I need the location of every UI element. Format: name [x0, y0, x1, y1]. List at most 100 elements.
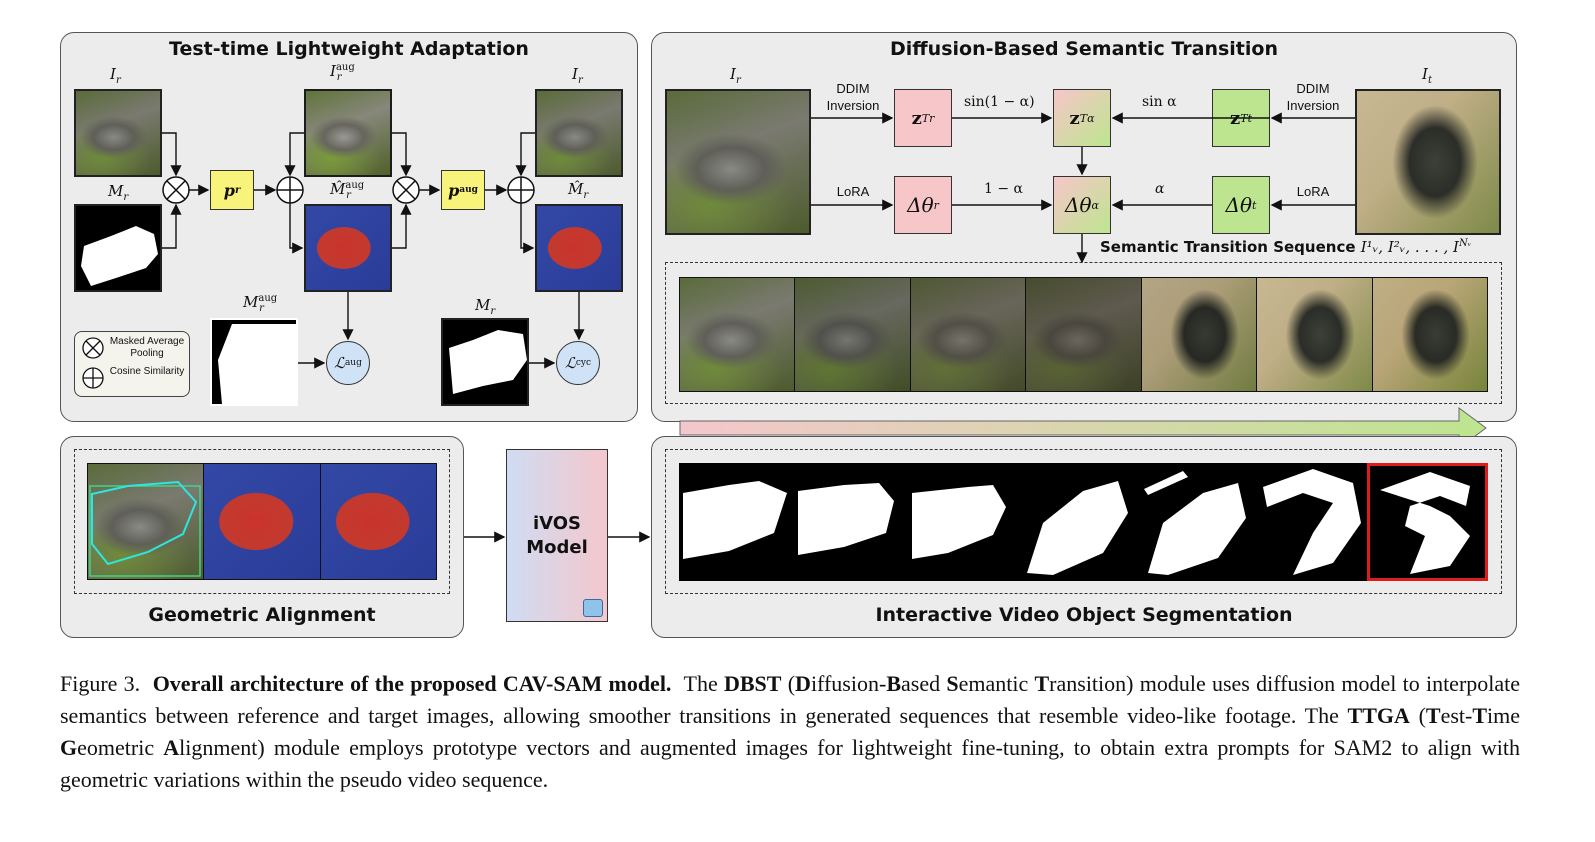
ivos-mask-2: [794, 463, 909, 581]
ivos-mask-strip: [679, 463, 1489, 581]
seq-label-text: Semantic Transition Sequence: [1100, 238, 1356, 256]
ivos-mask-4: [1023, 463, 1138, 581]
lora-right: LoRA: [1296, 184, 1330, 199]
ivos-model-line2: Model: [526, 536, 588, 558]
seq-frame-1: [680, 278, 796, 391]
ga-image-contour: [88, 464, 205, 579]
caption-text-1: The: [683, 671, 718, 696]
caption-dbst: DBST: [723, 671, 782, 696]
ga-image-strip: [87, 463, 437, 580]
caption-G: G: [60, 735, 78, 760]
caption-b: B: [886, 671, 901, 696]
caption-s: S: [946, 671, 959, 696]
caption-eometric: eometric: [77, 735, 155, 760]
ivos-mask-6: [1253, 463, 1368, 581]
ddim-inversion-right: DDIM Inversion: [1286, 81, 1340, 113]
lora-left: LoRA: [836, 184, 870, 199]
ga-image-mask-2: [320, 464, 436, 579]
caption-T2: T: [1472, 703, 1488, 728]
caption-emantic: emantic: [958, 671, 1029, 696]
dbst-label-ir: Ir: [730, 65, 741, 86]
label-ir-2: Ir: [572, 65, 583, 86]
caption-text-2: (: [787, 671, 796, 696]
ivos-mask-1: [679, 463, 794, 581]
ttla-gt-mask-2: [441, 318, 529, 406]
caption-ime: ime: [1487, 703, 1521, 728]
caption-ransition: ransition) module uses diffusion model t…: [60, 671, 1521, 728]
weight-sin-alpha: sin α: [1142, 94, 1177, 110]
ttla-aug-pred-mask: [304, 204, 392, 292]
cosine-op-1: [276, 176, 304, 204]
label-mr-aug: Maugr: [243, 293, 278, 314]
caption-text-3: (: [1418, 703, 1426, 728]
label-mhat: M̂r: [568, 180, 589, 201]
ttla-aug-gt-mask: [210, 318, 298, 406]
ivos-model-box: iVOS Model: [506, 449, 608, 622]
caption-title: Overall architecture of the proposed CAV…: [152, 671, 672, 696]
figure-caption: Figure 3. Overall architecture of the pr…: [60, 668, 1520, 796]
legend-pooling-label: Masked Average Pooling: [109, 336, 185, 359]
caption-fig-number: Figure 3.: [60, 671, 141, 696]
ivos-mask-7: [1367, 463, 1489, 581]
ddim-inversion-left: DDIM Inversion: [826, 81, 880, 113]
masked-pooling-op-2: [392, 176, 420, 204]
dbst-label-it: It: [1422, 65, 1432, 86]
caption-d: D: [795, 671, 811, 696]
label-ir-aug: Iaugr: [330, 62, 355, 83]
ivos-mask-5: [1138, 463, 1253, 581]
ga-image-mask-1: [204, 464, 321, 579]
label-ir-1: Ir: [110, 65, 121, 86]
caption-t: T: [1034, 671, 1050, 696]
ttla-ref-image-2: [535, 89, 623, 177]
ttla-title: Test-time Lightweight Adaptation: [169, 38, 529, 60]
legend-otimes-icon: [82, 337, 104, 359]
label-mr: Mr: [108, 182, 129, 203]
dbst-target-image: [1355, 89, 1501, 235]
dbst-reference-image: [665, 89, 811, 235]
masked-pooling-op-1: [162, 176, 190, 204]
caption-diffusion: iffusion-: [810, 671, 887, 696]
ivos-mask-3: [908, 463, 1023, 581]
dbst-title: Diffusion-Based Semantic Transition: [890, 38, 1278, 60]
ivos-frame: [665, 449, 1502, 594]
seq-frame-6: [1257, 278, 1373, 391]
ga-frame: [74, 449, 450, 594]
caption-ased: ased: [901, 671, 941, 696]
seq-frame-5: [1141, 278, 1258, 391]
caption-T1: T: [1425, 703, 1441, 728]
ttla-pred-mask: [535, 204, 623, 292]
seq-label: Semantic Transition Sequence I¹ᵥ, I²ᵥ, .…: [1100, 238, 1471, 256]
ttla-ref-image-1: [74, 89, 162, 177]
ga-title: Geometric Alignment: [148, 604, 376, 626]
caption-ttga: TTGA: [1347, 703, 1410, 728]
label-mhat-aug: M̂augr: [330, 180, 365, 201]
ivos-model-line1: iVOS: [532, 512, 582, 534]
seq-frame-4: [1026, 278, 1142, 391]
label-mr-2: Mr: [475, 296, 496, 317]
seq-frame-3: [910, 278, 1027, 391]
caption-est: est-: [1440, 703, 1473, 728]
caption-lignment: lignment) module employs prototype vecto…: [60, 735, 1520, 792]
seq-frame-2: [795, 278, 911, 391]
caption-A: A: [163, 735, 180, 760]
legend-oplus-icon: [82, 367, 104, 389]
snowflake-icon: [583, 599, 603, 617]
legend-cosine-label: Cosine Similarity: [109, 366, 185, 377]
weight-sin-1-minus-alpha: sin(1 − α): [964, 94, 1035, 110]
weight-alpha: α: [1155, 181, 1165, 197]
ivos-title: Interactive Video Object Segmentation: [875, 604, 1293, 626]
seq-label-math: I¹ᵥ, I²ᵥ, . . . , INᵥ: [1360, 238, 1472, 256]
weight-1-minus-alpha: 1 − α: [984, 181, 1023, 197]
ttla-ref-mask: [74, 204, 162, 292]
